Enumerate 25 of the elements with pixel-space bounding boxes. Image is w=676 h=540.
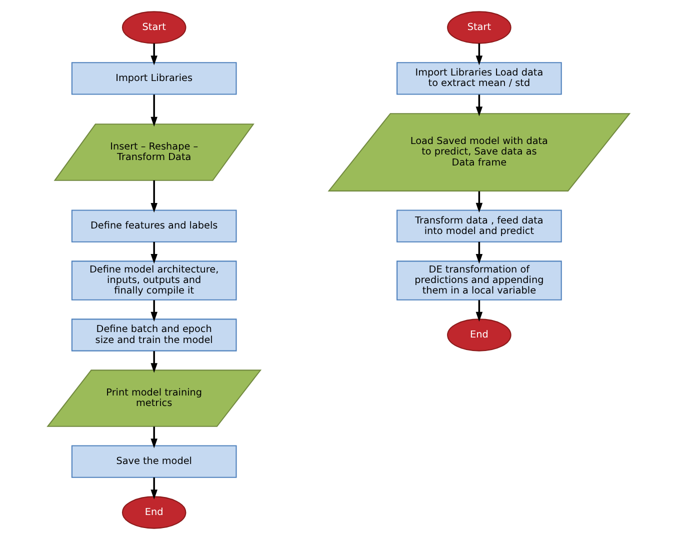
node-ellipse: End (121, 496, 186, 529)
node-box: Define model architecture, inputs, outputs and finally compile it (70, 260, 236, 300)
arrow (150, 300, 157, 322)
node-ellipse: End (446, 318, 511, 352)
node-box: DE transformation of predictions and appending them in a local variable (396, 260, 562, 300)
arrow (475, 191, 482, 213)
node-ellipse: Start (446, 11, 511, 44)
arrow (150, 242, 157, 264)
node-box: Define batch and epoch size and train the model (70, 318, 236, 352)
node-box: Save the model (70, 445, 236, 478)
node-box: Define features and labels (70, 210, 236, 242)
arrow (475, 300, 482, 322)
arrow (150, 180, 157, 213)
node-box: Import Libraries (70, 62, 236, 95)
arrow (150, 351, 157, 373)
node-box: Transform data , feed data into model and predict (396, 210, 562, 242)
arrow (475, 94, 482, 116)
arrow (475, 43, 482, 66)
arrow (150, 477, 157, 500)
node-ellipse: Start (121, 11, 186, 44)
node-box: Import Libraries Load data to extract mean / std (396, 62, 562, 95)
arrow (150, 43, 157, 66)
arrow (475, 242, 482, 264)
arrow (150, 94, 157, 127)
arrow (150, 426, 157, 448)
